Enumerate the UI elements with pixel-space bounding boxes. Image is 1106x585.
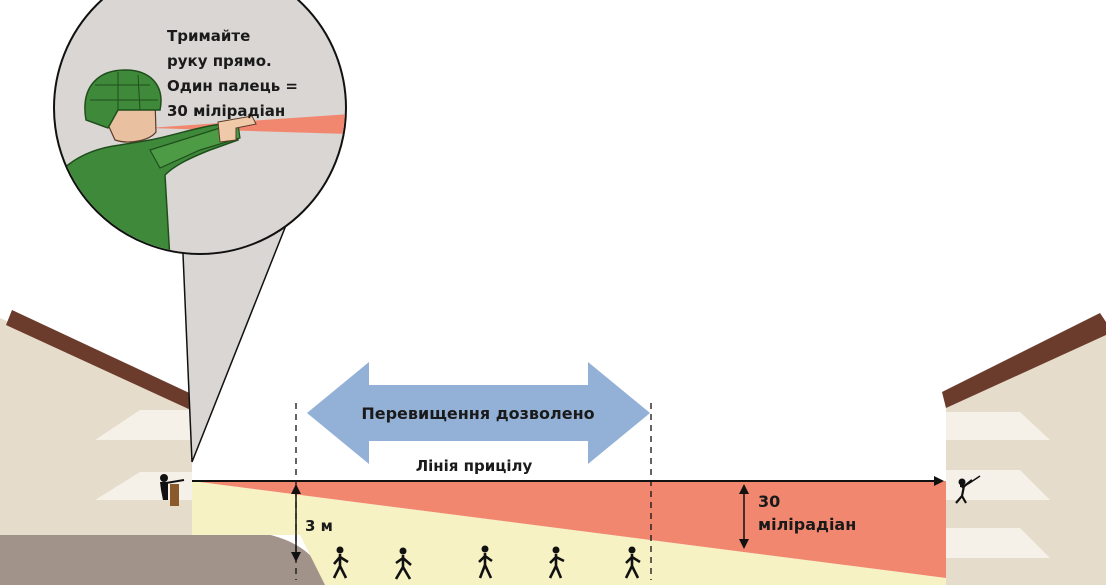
overshoot-label: Перевищення дозволено	[361, 404, 594, 423]
advancing-soldier-3	[478, 545, 493, 579]
right-building	[942, 313, 1106, 585]
advancing-soldier-1	[332, 546, 349, 579]
angle-label-line-2: мілірадіан	[758, 515, 856, 534]
advancing-soldier-4	[548, 546, 565, 579]
left-building	[0, 310, 198, 535]
safe-zone	[192, 481, 946, 585]
ground-mound	[0, 529, 325, 585]
advancing-soldier-2	[394, 547, 412, 580]
enemy-soldier-icon	[955, 475, 981, 504]
bubble-line-1: Тримайте	[167, 27, 250, 45]
bubble-line-2: руку прямо.	[167, 52, 272, 70]
danger-zone	[192, 481, 946, 578]
sight-line-arrowhead	[934, 476, 944, 486]
svg-text:Тримайте руку прямо.: Тримайте руку прямо. Один палець = 30 мі…	[167, 27, 303, 120]
angle-label-line-1: 30	[758, 492, 780, 511]
advancing-soldier-5	[624, 546, 641, 579]
height-label: 3 м	[305, 517, 333, 535]
overshoot-arrow	[307, 362, 650, 464]
gunner-icon	[160, 474, 185, 506]
bubble-line-3: Один палець =	[167, 77, 298, 95]
svg-text:30 мілірадіан: 30 мілірадіан	[758, 492, 856, 534]
bubble-line-4: 30 мілірадіан	[167, 102, 285, 120]
zoom-bubble: Тримайте руку прямо. Один палець = 30 мі…	[53, 0, 347, 255]
sight-line-label: Лінія прицілу	[416, 457, 533, 475]
